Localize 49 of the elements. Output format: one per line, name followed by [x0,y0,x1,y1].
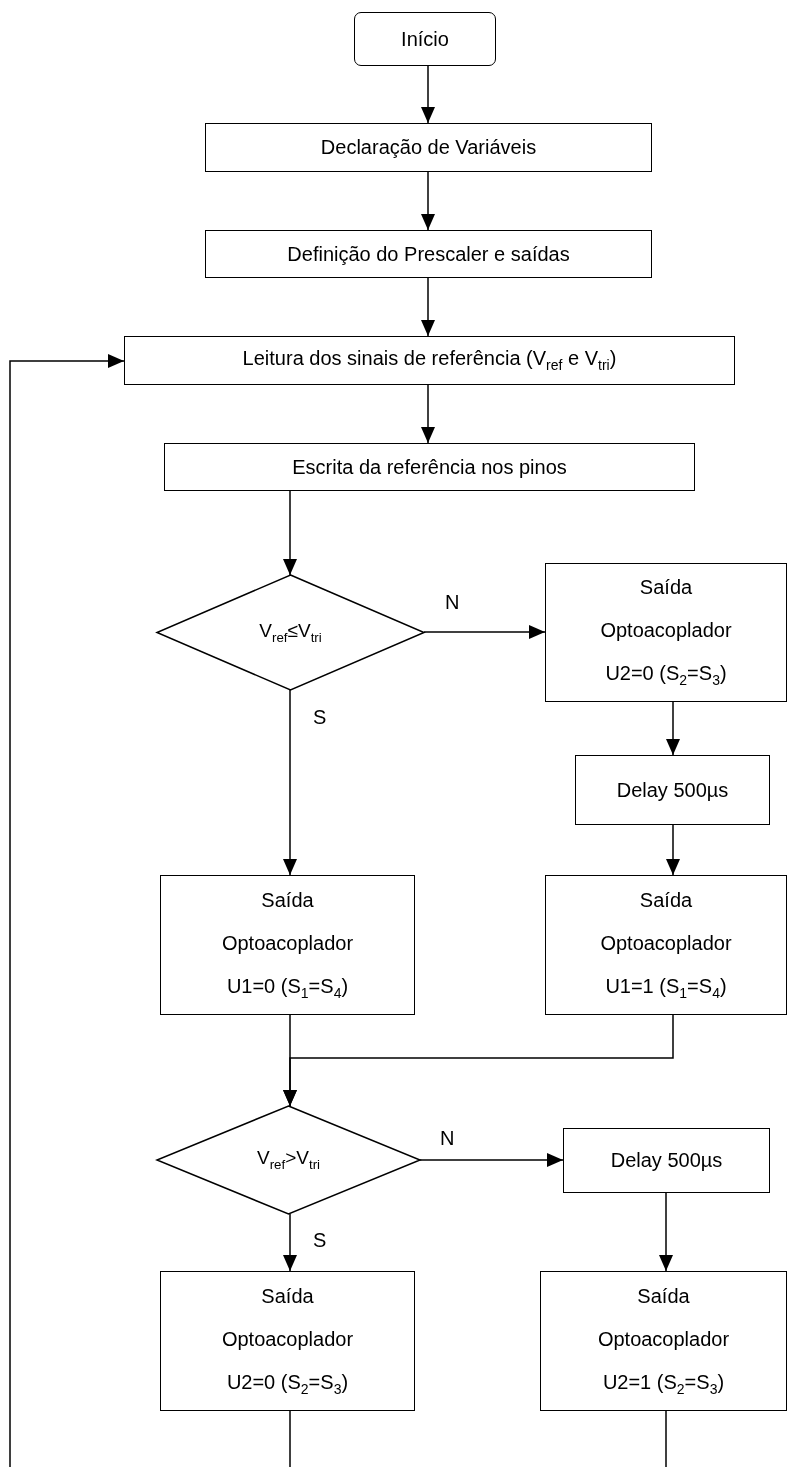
step-text: Saída [261,1284,314,1308]
step-text: Optoacoplador [221,1327,354,1351]
arrow [659,1192,673,1272]
step-text: Optoacoplador [600,619,732,643]
edge-label: N [445,592,460,612]
arrow [666,701,680,756]
process-box: Delay 500µs [563,1128,770,1193]
step-text: U2=0 (S$_{2}$=S$_{3}$) [605,662,727,689]
process-box [545,563,787,702]
step-text: U2=1 (S$_{2}$=S$_{3}$) [602,1370,725,1398]
step-text: U1=0 (S$_{1}$=S$_{4}$) [226,974,349,1002]
step-text: Optoacoplador [221,931,354,955]
step-text: Saída [637,1284,690,1308]
step-text: V$_{ref}$≤V$_{tri}$ [259,619,322,646]
arrow [419,1153,564,1167]
edge-label: N [440,1128,455,1148]
connector-line [665,1410,667,1467]
step-text: Saída [639,888,693,912]
process-box: Leitura dos sinais de referência (V$_{ref}$ e V$_{tri}$) [124,336,735,385]
arrow [283,1014,674,1107]
process-box: Definição do Prescaler e saídas [205,230,652,278]
arrow [283,490,297,576]
arrow [283,689,297,876]
arrow [423,625,546,639]
arrow [9,354,125,1467]
arrow [666,824,680,876]
arrow [283,1213,297,1272]
process-box: Declaração de Variáveis [205,123,652,172]
process-box [540,1271,787,1411]
arrow [421,277,435,337]
connector-line [289,1410,291,1467]
step-text: Optoacoplador [597,1327,730,1351]
edge-label: S [313,1230,327,1250]
step-text: U2=0 (S$_{2}$=S$_{3}$) [226,1370,349,1398]
step-text: Saída [639,576,693,600]
step-text: Saída [261,888,314,912]
step-text: Optoacoplador [600,931,732,955]
step-text: V$_{ref}$>V$_{tri}$ [256,1147,321,1173]
edge-label: S [313,707,327,727]
step-text: U1=1 (S$_{1}$=S$_{4}$) [605,974,727,1002]
arrow [421,171,435,231]
process-box [160,1271,415,1411]
arrow [421,65,435,124]
process-box: Escrita da referência nos pinos [164,443,695,491]
arrow [421,384,435,444]
process-box: Delay 500µs [575,755,770,825]
process-box [545,875,787,1015]
process-box [160,875,415,1015]
start-terminal: Início [354,12,496,66]
